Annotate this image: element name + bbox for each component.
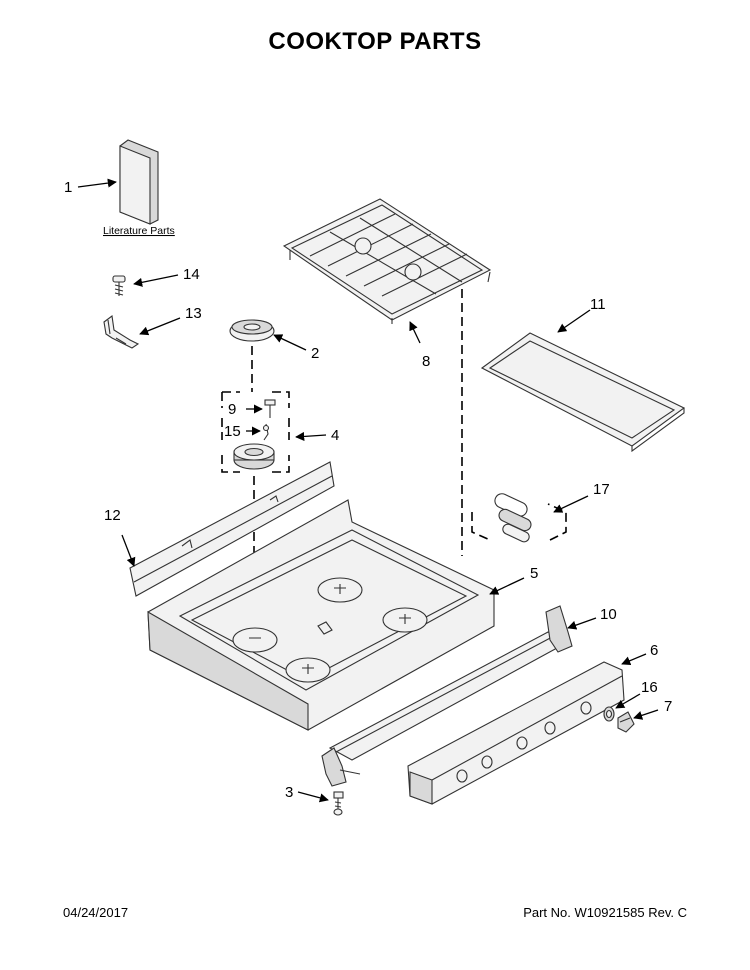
callout-4[interactable]: 4 [331,427,339,444]
callout-15[interactable]: 15 [224,423,241,440]
control-panel-6 [407,661,625,805]
callout-11[interactable]: 11 [590,296,606,313]
rear-trim-12 [129,461,335,597]
knob-ring-16 [603,706,615,722]
callout-5[interactable]: 5 [530,565,538,582]
callout-3[interactable]: 3 [285,784,293,801]
screw-14 [112,275,126,296]
grate-8 [282,198,492,324]
badge-17 [494,493,532,543]
callout-13[interactable]: 13 [185,305,202,322]
callout-1[interactable]: 1 [64,179,72,196]
callout-12[interactable]: 12 [104,507,121,524]
callout-16[interactable]: 16 [641,679,658,696]
footer-date: 04/24/2017 [63,905,129,920]
footer-part-number: Part No. W10921585 Rev. C [523,905,687,920]
callout-9[interactable]: 9 [228,401,236,418]
literature-parts-label: Literature Parts [103,225,175,237]
callout-7[interactable]: 7 [664,698,672,715]
screw-9 [264,399,276,418]
griddle-11 [480,332,686,453]
page-title: COOKTOP PARTS [268,28,482,55]
screw-3 [333,791,344,816]
callout-8[interactable]: 8 [422,353,430,370]
callout-2[interactable]: 2 [311,345,319,362]
front-channel-10 [321,605,573,787]
bracket-13 [103,315,140,349]
literature-booklet [119,139,159,225]
knob-7 [617,711,635,733]
callout-14[interactable]: 14 [183,266,200,283]
electrode-15 [262,423,270,441]
cooktop-5 [147,499,495,731]
burner-base-4 [233,443,275,470]
callout-17[interactable]: 17 [593,481,610,498]
callout-6[interactable]: 6 [650,642,658,659]
callout-10[interactable]: 10 [600,606,617,623]
burner-cap-2 [229,319,275,342]
